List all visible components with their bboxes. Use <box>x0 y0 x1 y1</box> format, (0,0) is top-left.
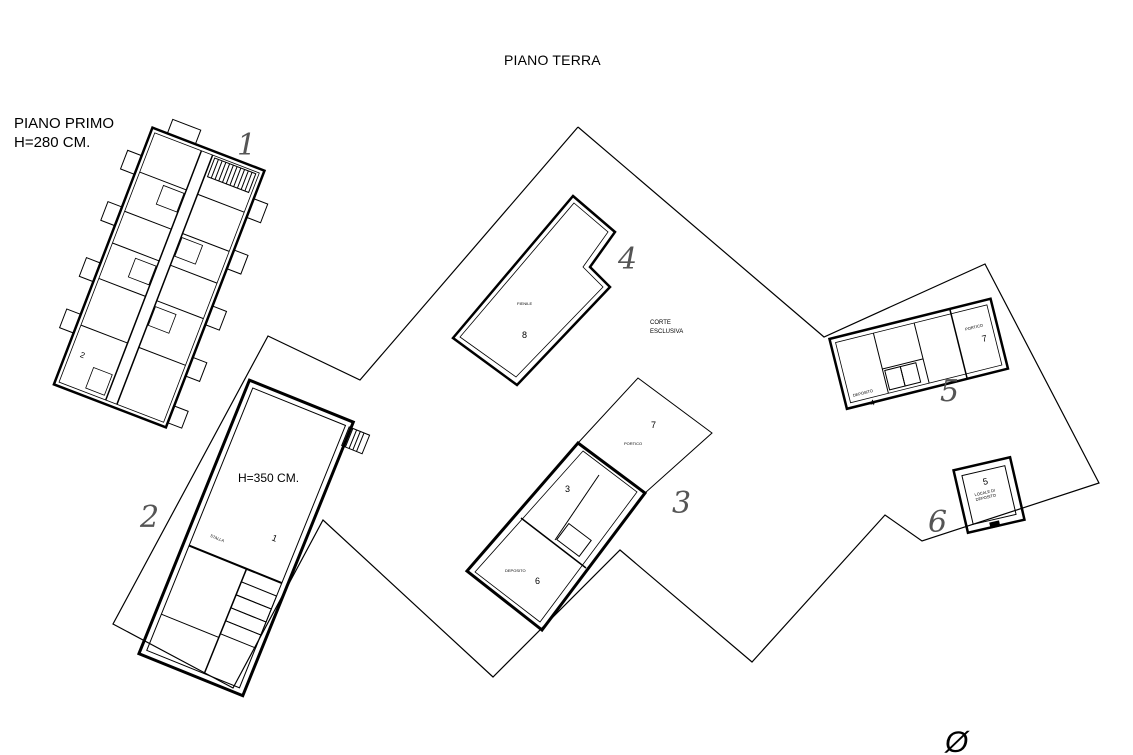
first-floor-title-line1: PIANO PRIMO <box>14 115 115 132</box>
building-4-label: FIENILE <box>517 301 532 306</box>
building-5-label-deposito: DEPOSITO <box>852 388 873 398</box>
building-6-storage: 5 LOCALE DI DEPOSITO <box>952 455 1026 535</box>
building-3: DEPOSITO PORTICO 3 6 7 <box>464 377 713 633</box>
building-3-room-6: 6 <box>535 576 540 586</box>
building-2-label: STALLA <box>210 533 226 543</box>
building-2-stable: STALLA 1 <box>136 378 371 698</box>
building-1-room-number: 2 <box>79 350 87 360</box>
handwritten-mark-1: 1 <box>237 128 257 163</box>
building-3-label-deposito: DEPOSITO <box>505 568 526 573</box>
handwritten-mark-6: 6 <box>928 505 948 540</box>
building-2-room-number: 1 <box>270 533 278 544</box>
ground-floor-title: PIANO TERRA <box>504 52 601 68</box>
building-5-room-7: 7 <box>981 333 988 344</box>
building-3-room-7: 7 <box>651 420 656 430</box>
property-boundary <box>112 126 1100 689</box>
first-floor-height: H=280 CM. <box>14 134 91 151</box>
building-1-first-floor: 2 <box>52 118 269 430</box>
building-4-room-number: 8 <box>522 330 527 340</box>
building-3-room-3: 3 <box>565 484 570 494</box>
handwritten-mark-2: 2 <box>140 500 160 535</box>
building-4-hayloft: FIENILE 8 <box>451 194 617 387</box>
building-6-label-line1: LOCALE DI <box>974 488 995 498</box>
building-5: PORTICO DEPOSITO 4 7 <box>827 297 1010 411</box>
building-5-room-4: 4 <box>869 398 876 408</box>
building-3-label-portico: PORTICO <box>624 441 642 446</box>
handwritten-mark-4: 4 <box>618 242 638 277</box>
first-floor-title: PIANO PRIMO H=280 CM. <box>14 114 114 152</box>
building-5-label-portico: PORTICO <box>965 323 984 332</box>
handwritten-mark-5: 5 <box>940 374 960 409</box>
north-symbol: Ø <box>944 726 970 755</box>
building-6-label-line2: DEPOSITO <box>975 493 996 503</box>
height-label-building-2: H=350 CM. <box>238 471 299 485</box>
courtyard-label-line2: ESCLUSIVA <box>650 329 683 335</box>
handwritten-mark-3: 3 <box>672 486 692 521</box>
courtyard-label-line1: CORTE <box>650 320 671 326</box>
building-6-room-number: 5 <box>982 476 989 487</box>
